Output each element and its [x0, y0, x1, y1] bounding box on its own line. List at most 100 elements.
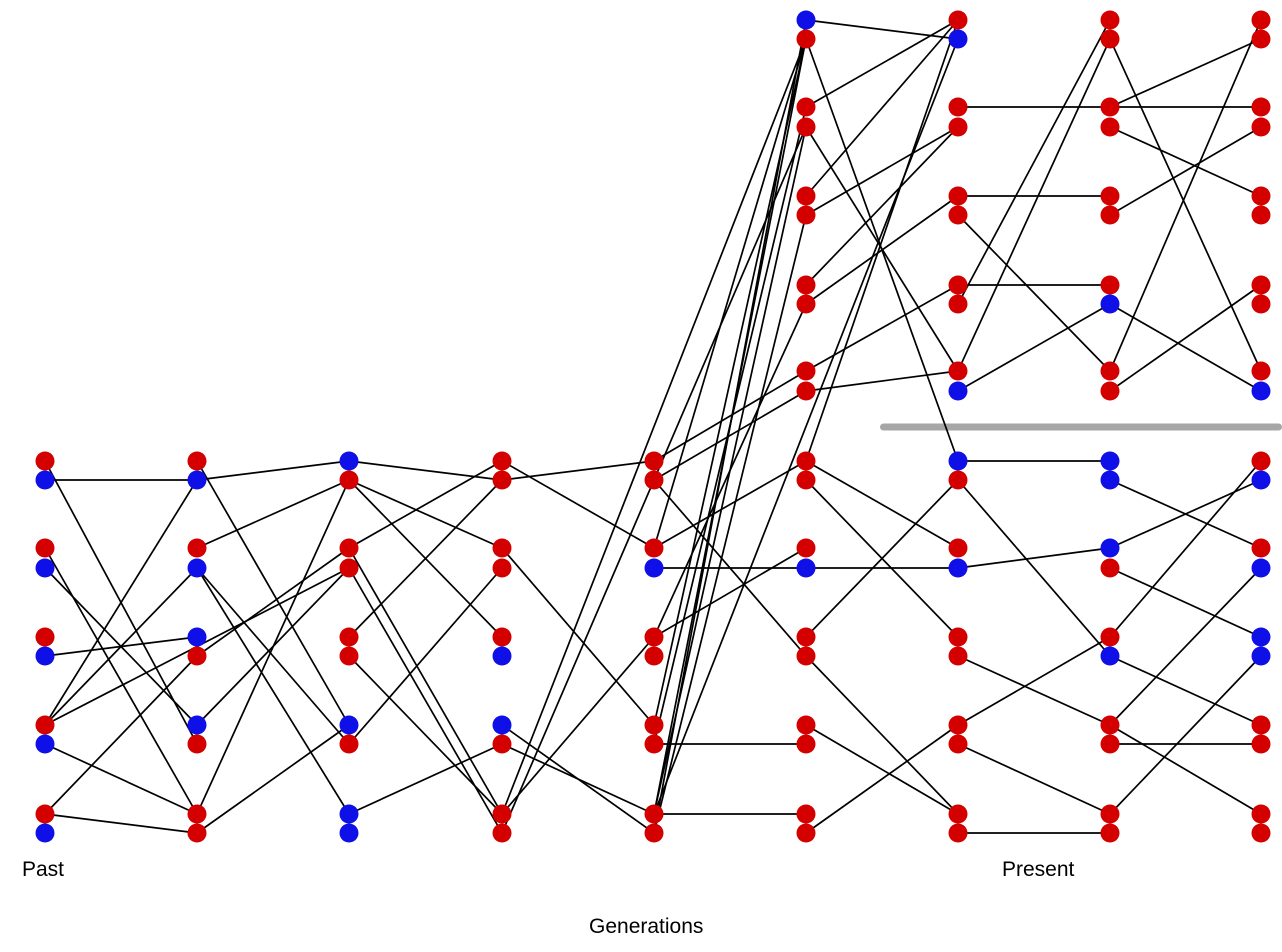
allele-node-L3r2b: [339, 558, 359, 578]
lineage-edge: [1109, 38, 1262, 372]
allele-node-U9r5b: [1251, 381, 1271, 401]
allele-node-U9r1t: [1251, 10, 1271, 30]
lineage-edge: [501, 724, 655, 834]
lineage-edge: [805, 370, 959, 392]
lineage-edge: [1109, 567, 1262, 638]
lineage-edge: [653, 547, 807, 638]
lineage-edge: [1109, 126, 1262, 197]
allele-node-L5r1b: [644, 470, 664, 490]
lineage-edge: [805, 724, 959, 815]
allele-node-L6r4t: [796, 715, 816, 735]
allele-node-U8r2b: [1100, 117, 1120, 137]
allele-node-L8r3t: [1100, 627, 1120, 647]
allele-node-L5r1t: [644, 451, 664, 471]
allele-node-L5r4t: [644, 715, 664, 735]
allele-node-L9r2b: [1251, 558, 1271, 578]
lineage-edge: [805, 195, 959, 305]
allele-node-L6r3t: [796, 627, 816, 647]
allele-node-U7r2t: [948, 97, 968, 117]
allele-node-U9r2t: [1251, 97, 1271, 117]
allele-node-L5r3b: [644, 646, 664, 666]
allele-node-L3r4t: [339, 715, 359, 735]
allele-node-L8r5t: [1100, 804, 1120, 824]
nodes-layer: [35, 10, 1271, 843]
allele-node-U6r2t: [796, 97, 816, 117]
population-barrier: [880, 423, 1282, 431]
allele-node-U9r3t: [1251, 186, 1271, 206]
allele-node-L5r2b: [644, 558, 664, 578]
allele-node-L1r2b: [35, 558, 55, 578]
lineage-edge: [957, 303, 1111, 392]
allele-node-L9r5t: [1251, 804, 1271, 824]
allele-node-L9r1t: [1251, 451, 1271, 471]
allele-node-L1r1b: [35, 470, 55, 490]
allele-node-U7r5b: [948, 381, 968, 401]
allele-node-U9r3b: [1251, 205, 1271, 225]
lineage-edge: [957, 655, 1111, 726]
allele-node-L4r4t: [492, 715, 512, 735]
allele-node-U7r4t: [948, 275, 968, 295]
allele-node-L4r5b: [492, 823, 512, 843]
lineage-edge: [1109, 655, 1262, 815]
lineage-edge: [1109, 724, 1262, 815]
lineage-edge: [957, 547, 1111, 569]
allele-node-L6r4b: [796, 734, 816, 754]
allele-node-L2r1t: [187, 451, 207, 471]
lineage-edge: [653, 38, 807, 549]
edges-layer: [44, 19, 1262, 834]
lineage-edge: [196, 547, 350, 657]
allele-node-U6r5b: [796, 381, 816, 401]
allele-node-L6r5b: [796, 823, 816, 843]
lineage-edge: [1109, 19, 1262, 372]
allele-node-U9r1b: [1251, 29, 1271, 49]
allele-node-U8r2t: [1100, 97, 1120, 117]
allele-node-U8r5t: [1100, 361, 1120, 381]
allele-node-U8r3t: [1100, 186, 1120, 206]
allele-node-L7r1t: [948, 451, 968, 471]
allele-node-L1r5t: [35, 804, 55, 824]
allele-node-U7r1t: [948, 10, 968, 30]
lineage-edge: [1109, 567, 1262, 726]
allele-node-L8r1t: [1100, 451, 1120, 471]
allele-node-U6r4t: [796, 275, 816, 295]
lineage-edge: [805, 479, 959, 638]
lineage-edge: [44, 479, 198, 726]
lineage-edge: [501, 547, 655, 726]
lineage-edge: [348, 655, 503, 815]
allele-node-U8r3b: [1100, 205, 1120, 225]
lineage-edge: [1109, 460, 1262, 638]
allele-node-L5r5b: [644, 823, 664, 843]
allele-node-L8r2b: [1100, 558, 1120, 578]
lineage-edge: [805, 655, 959, 815]
allele-node-L5r2t: [644, 538, 664, 558]
allele-node-L4r2t: [492, 538, 512, 558]
allele-node-L2r2t: [187, 538, 207, 558]
lineage-edge: [44, 655, 198, 815]
allele-node-L2r5t: [187, 804, 207, 824]
lineage-edge: [805, 19, 959, 197]
lineage-edge: [348, 547, 503, 815]
allele-node-L4r3t: [492, 627, 512, 647]
lineage-edge: [44, 547, 198, 815]
allele-node-L3r3t: [339, 627, 359, 647]
allele-node-L7r2t: [948, 538, 968, 558]
allele-node-L2r4t: [187, 715, 207, 735]
lineage-edge: [348, 567, 503, 745]
allele-node-L2r4b: [187, 734, 207, 754]
lineage-edge: [348, 460, 503, 481]
lineage-edge: [44, 743, 198, 815]
lineage-edge: [957, 38, 1111, 372]
allele-node-L1r2t: [35, 538, 55, 558]
allele-node-U8r5b: [1100, 381, 1120, 401]
allele-node-U6r1t: [796, 10, 816, 30]
allele-node-U6r3t: [796, 186, 816, 206]
lineage-edge: [196, 460, 350, 481]
allele-node-L1r1t: [35, 451, 55, 471]
lineage-edge: [653, 303, 807, 638]
allele-node-L9r1b: [1251, 470, 1271, 490]
lineage-edge: [957, 19, 1111, 305]
lineage-edge: [653, 370, 807, 462]
lineage-edge: [348, 479, 503, 549]
